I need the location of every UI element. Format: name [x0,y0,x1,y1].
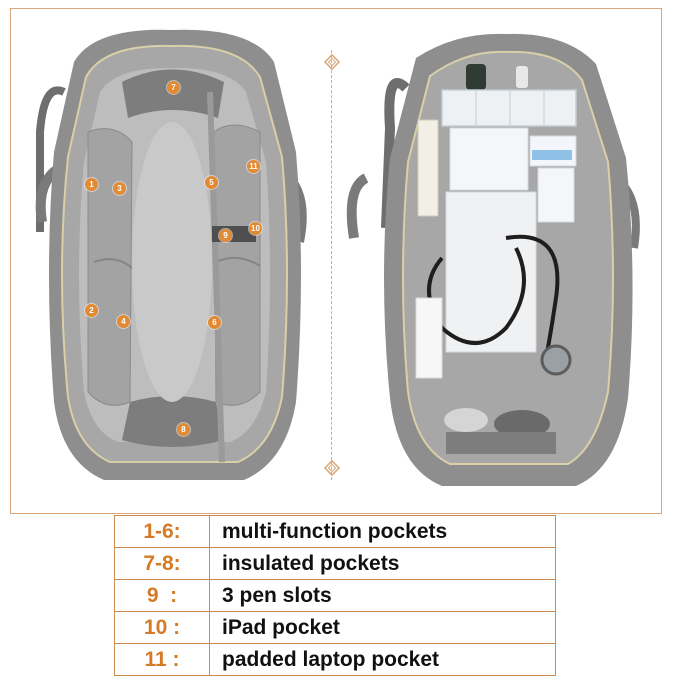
legend-number: 11 : [114,643,210,676]
pocket-badge-4: 4 [117,315,130,328]
legend-description: multi-function pockets [209,515,556,548]
legend-number: 9 : [114,579,210,612]
legend-description: padded laptop pocket [209,643,556,676]
legend-row: 10 : iPad pocket [114,611,556,644]
divider-line [331,50,333,480]
legend-number: 10 : [114,611,210,644]
pocket-badge-7: 7 [167,81,180,94]
legend-table: 1-6: multi-function pockets 7-8: insulat… [114,515,556,676]
diamond-ornament-icon [324,460,340,476]
pocket-badge-9: 9 [219,229,232,242]
pocket-badge-1: 1 [85,178,98,191]
legend-row: 11 : padded laptop pocket [114,643,556,676]
legend-description: insulated pockets [209,547,556,580]
pocket-badge-10: 10 [249,222,262,235]
pocket-badge-5: 5 [205,176,218,189]
pocket-badge-6: 6 [208,316,221,329]
legend-number: 7-8: [114,547,210,580]
legend-row: 9 : 3 pen slots [114,579,556,612]
legend-row: 7-8: insulated pockets [114,547,556,580]
legend-row: 1-6: multi-function pockets [114,515,556,548]
legend-description: 3 pen slots [209,579,556,612]
bag-empty-photo [35,29,307,481]
legend-number: 1-6: [114,515,210,548]
legend-description: iPad pocket [209,611,556,644]
pocket-badge-3: 3 [113,182,126,195]
diamond-ornament-icon [324,54,340,70]
pocket-badge-2: 2 [85,304,98,317]
bag-filled-photo [346,33,640,486]
pocket-badge-11: 11 [247,160,260,173]
pocket-badge-8: 8 [177,423,190,436]
